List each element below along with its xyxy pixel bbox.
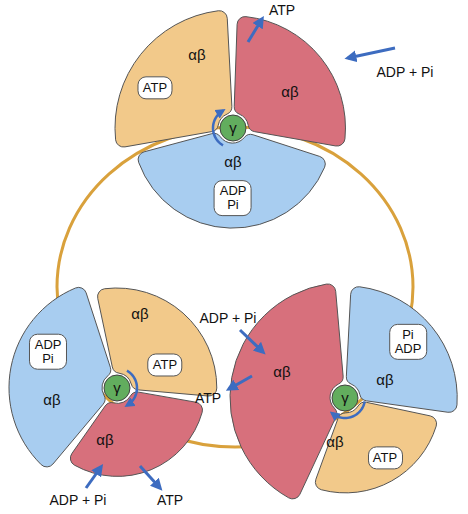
reaction-label: ADP + Pi bbox=[50, 492, 107, 508]
binding-pocket bbox=[29, 334, 66, 369]
subunit-label: γ bbox=[229, 120, 237, 136]
shape-group bbox=[315, 402, 436, 493]
gamma-subunit: γ bbox=[102, 373, 132, 403]
subunit-label: αβ bbox=[273, 364, 290, 380]
binding-pocket bbox=[138, 77, 172, 99]
gamma-subunit: γ bbox=[218, 113, 248, 143]
subunit-label: γ bbox=[341, 390, 349, 406]
gamma-outline bbox=[104, 375, 130, 401]
gamma-outline bbox=[332, 385, 358, 411]
subunit-label: αβ bbox=[224, 154, 241, 170]
subunit-label: αβ bbox=[188, 47, 205, 63]
shape-group bbox=[332, 385, 358, 411]
binding-site-text: Pi ADP bbox=[395, 328, 422, 355]
binding-pocket bbox=[389, 324, 426, 359]
binding-pocket bbox=[214, 180, 251, 215]
alpha-beta-subunit: Pi ADP αβ bbox=[344, 284, 459, 415]
binding-pocket bbox=[148, 354, 182, 376]
shape-group bbox=[115, 11, 232, 147]
shape-group bbox=[98, 288, 217, 396]
alpha-beta-subunit: αβATP bbox=[311, 399, 440, 495]
subunit-outline bbox=[70, 392, 202, 476]
subunit-outline bbox=[115, 11, 232, 147]
shape-group bbox=[220, 115, 246, 141]
binding-site-text: ATP bbox=[143, 81, 167, 95]
subunit-shape bbox=[232, 14, 347, 149]
binding-site-text: ADP Pi bbox=[220, 184, 247, 211]
binding-pocket bbox=[368, 447, 402, 469]
subunit-label: αβ bbox=[376, 372, 393, 388]
binding-site-text: ATP bbox=[153, 358, 177, 372]
gamma-subunit: γ bbox=[330, 383, 360, 413]
subunit-shape bbox=[134, 130, 330, 230]
gamma-outline bbox=[220, 115, 246, 141]
shape-group bbox=[70, 392, 202, 476]
shape-group bbox=[139, 133, 326, 228]
reaction-label: ATP bbox=[269, 2, 295, 18]
alpha-beta-subunit: αβ bbox=[232, 14, 347, 149]
reaction-label: ADP + Pi bbox=[377, 64, 434, 80]
subunit-outline bbox=[98, 288, 217, 396]
binding-site-text: ATP bbox=[373, 451, 397, 465]
reaction-label: ADP + Pi bbox=[200, 310, 257, 326]
subunit-outline bbox=[234, 17, 345, 146]
binding-site-text: ADP Pi bbox=[35, 338, 62, 365]
alpha-beta-subunit: αβATP bbox=[113, 8, 234, 150]
alpha-beta-subunit: αβ bbox=[65, 389, 206, 478]
reaction-label: ATP bbox=[195, 390, 221, 406]
reaction-label: ATP bbox=[157, 492, 183, 508]
subunit-label: αβ bbox=[43, 392, 60, 408]
subunit-outline bbox=[139, 133, 326, 228]
subunit-outline bbox=[346, 287, 457, 413]
shape-group bbox=[104, 375, 130, 401]
subunit-shape bbox=[65, 389, 206, 478]
subunit-label: αβ bbox=[326, 434, 343, 450]
subunit-label: αβ bbox=[281, 84, 298, 100]
subunit-outline bbox=[315, 402, 436, 493]
shape-group bbox=[234, 17, 345, 146]
subunit-label: αβ bbox=[131, 306, 148, 322]
subunit-label: γ bbox=[113, 380, 121, 396]
shape-group bbox=[346, 287, 457, 413]
subunit-label: αβ bbox=[96, 432, 113, 448]
subunit-shape bbox=[113, 8, 234, 150]
flow-arrow bbox=[348, 48, 395, 58]
alpha-beta-subunit: αβADP Pi bbox=[134, 130, 330, 230]
